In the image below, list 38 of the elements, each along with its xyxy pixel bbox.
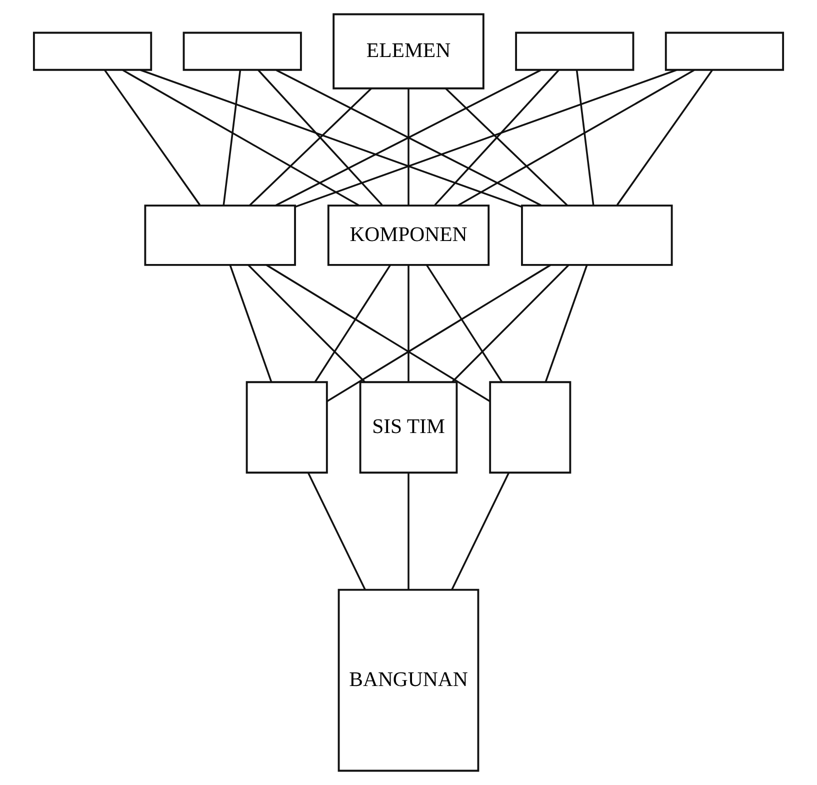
node-box — [246, 381, 328, 474]
connector — [445, 88, 568, 206]
connector — [266, 264, 490, 402]
connector — [576, 70, 594, 206]
node-box — [32, 32, 152, 71]
node-box: KOMPONEN — [327, 204, 490, 266]
connector — [452, 264, 570, 383]
connector — [314, 264, 392, 382]
connector — [426, 264, 503, 382]
node-box — [144, 204, 296, 266]
connector — [408, 88, 410, 206]
node-box — [521, 204, 673, 266]
connector — [140, 69, 522, 208]
node-box — [515, 32, 634, 71]
connector — [451, 472, 510, 590]
connector — [258, 70, 383, 206]
node-box: BANGUNAN — [338, 588, 480, 772]
node-box — [664, 32, 784, 71]
connector — [458, 69, 695, 206]
node-box — [182, 32, 302, 71]
connector — [249, 88, 372, 206]
connector — [248, 264, 366, 383]
connector — [308, 472, 366, 590]
connector — [222, 70, 242, 206]
node-box — [489, 381, 572, 474]
connector — [434, 70, 560, 206]
connector — [104, 70, 200, 206]
connector — [544, 264, 588, 382]
connector — [229, 264, 272, 382]
connector — [276, 69, 542, 206]
node-box: SIS TIM — [359, 381, 458, 474]
node-box: ELEMEN — [332, 13, 484, 90]
connector — [294, 69, 677, 208]
connector — [408, 472, 410, 590]
connector — [122, 69, 360, 206]
connector — [326, 264, 551, 402]
connector — [616, 70, 713, 206]
connector — [408, 265, 410, 382]
